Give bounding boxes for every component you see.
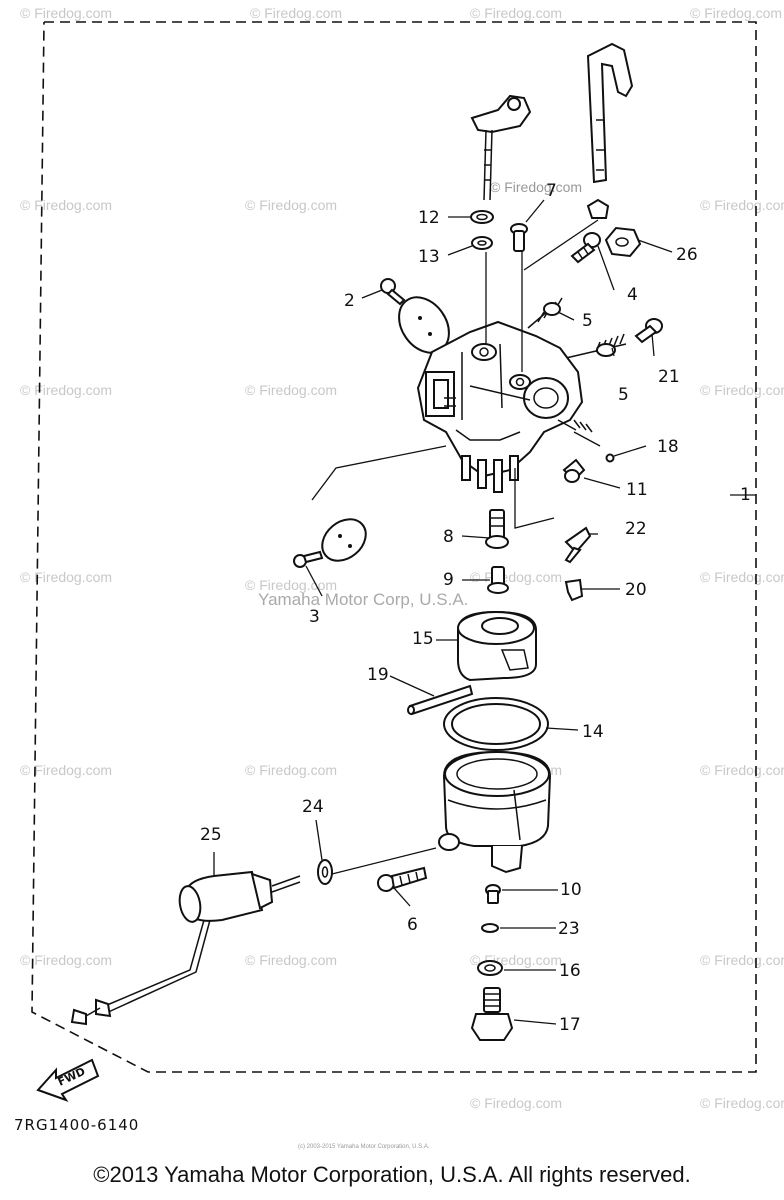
part-3-screw (293, 550, 324, 568)
choke-valve-plate (321, 518, 367, 562)
part-22-needle (564, 526, 592, 564)
carburetor-body (416, 320, 584, 493)
watermark: © Firedog.com (20, 952, 112, 968)
leader-lines (213, 199, 756, 1025)
callout-12: 12 (418, 208, 440, 228)
watermark: © Firedog.com (700, 762, 784, 778)
watermark: © Firedog.com (245, 382, 337, 398)
part-6-bolt (377, 866, 428, 892)
callout-24: 24 (302, 797, 324, 817)
callout-21: 21 (658, 367, 680, 387)
callout-14: 14 (582, 722, 604, 742)
callout-15: 15 (412, 629, 434, 649)
fwd-arrow: FWD (36, 1058, 100, 1102)
part-21-screw (634, 318, 663, 344)
part-17-drain-plug (470, 987, 514, 1041)
watermark: © Firedog.com (20, 197, 112, 213)
part-code: 7RG1400-6140 (14, 1116, 140, 1134)
watermark-mid-caption: Yamaha Motor Corp, U.S.A. (258, 590, 468, 609)
callout-17: 17 (559, 1015, 581, 1035)
callout-1: 1 (740, 485, 751, 505)
throttle-lever (470, 94, 532, 201)
watermark-footer-tiny: (c) 2003-2015 Yamaha Motor Corporation, … (298, 1144, 430, 1150)
part-19-pin (407, 684, 474, 716)
callout-5b: 5 (618, 385, 629, 405)
watermark: © Firedog.com (700, 952, 784, 968)
part-18-ball (573, 419, 615, 463)
watermark: © Firedog.com (700, 197, 784, 213)
callout-19: 19 (367, 665, 389, 685)
part-8-main-jet (485, 509, 509, 549)
part-5-spring-lower (565, 333, 627, 359)
callout-13: 13 (418, 247, 440, 267)
watermark: © Firedog.com (250, 5, 342, 21)
part-4-screw (570, 232, 601, 264)
callout-7: 7 (546, 181, 557, 201)
watermark: © Firedog.com (700, 1095, 784, 1111)
callout-numbers: 1 2 3 4 5 5 6 7 8 9 10 11 12 13 14 15 16… (200, 181, 751, 1035)
callout-22: 22 (625, 519, 647, 539)
watermark: © Firedog.com (470, 569, 562, 585)
watermark: © Firedog.com (20, 5, 112, 21)
part-24-washer (317, 859, 333, 885)
callout-25: 25 (200, 825, 222, 845)
callout-8: 8 (443, 527, 454, 547)
callout-4: 4 (627, 285, 638, 305)
callout-20: 20 (625, 580, 647, 600)
watermark: © Firedog.com (700, 382, 784, 398)
float-bowl (438, 750, 552, 874)
part-12-washer (470, 210, 494, 224)
watermark: © Firedog.com (470, 5, 562, 21)
part-26-cap (604, 226, 642, 258)
part-11-jet (562, 458, 586, 483)
watermark: © Firedog.com (490, 179, 582, 195)
part-10-screw (485, 884, 501, 904)
choke-lever (586, 42, 634, 184)
part-2-screw (380, 278, 406, 306)
callout-26: 26 (676, 245, 698, 265)
watermark-layer: © Firedog.com © Firedog.com © Firedog.co… (20, 5, 784, 1150)
watermark: © Firedog.com (245, 762, 337, 778)
callout-10: 10 (560, 880, 582, 900)
assembly-boundary (31, 21, 757, 1073)
part-5-spring-upper (527, 297, 563, 329)
callout-23: 23 (558, 919, 580, 939)
part-25-solenoid (70, 870, 301, 1026)
callout-11: 11 (626, 480, 648, 500)
part-16-washer (477, 960, 503, 976)
choke-washer (586, 198, 610, 219)
copyright-caption: ©2013 Yamaha Motor Corporation, U.S.A. A… (93, 1162, 691, 1187)
part-14-gasket (443, 697, 549, 751)
callout-6: 6 (407, 915, 418, 935)
watermark: © Firedog.com (245, 952, 337, 968)
part-20-clip (564, 578, 584, 602)
callout-16: 16 (559, 961, 581, 981)
watermark: © Firedog.com (470, 1095, 562, 1111)
watermark: © Firedog.com (690, 5, 782, 21)
watermark: © Firedog.com (245, 197, 337, 213)
callout-18: 18 (657, 437, 679, 457)
part-9-jet (487, 566, 509, 594)
part-7-screw (510, 223, 528, 252)
watermark: © Firedog.com (700, 569, 784, 585)
part-15-float (457, 610, 537, 682)
watermark: © Firedog.com (20, 382, 112, 398)
callout-3: 3 (309, 607, 320, 627)
watermark: © Firedog.com (20, 569, 112, 585)
callout-5a: 5 (582, 311, 593, 331)
part-23-oring (481, 923, 499, 933)
part-13-seal (471, 236, 493, 250)
callout-2: 2 (344, 291, 355, 311)
watermark: © Firedog.com (20, 762, 112, 778)
callout-9: 9 (443, 570, 454, 590)
